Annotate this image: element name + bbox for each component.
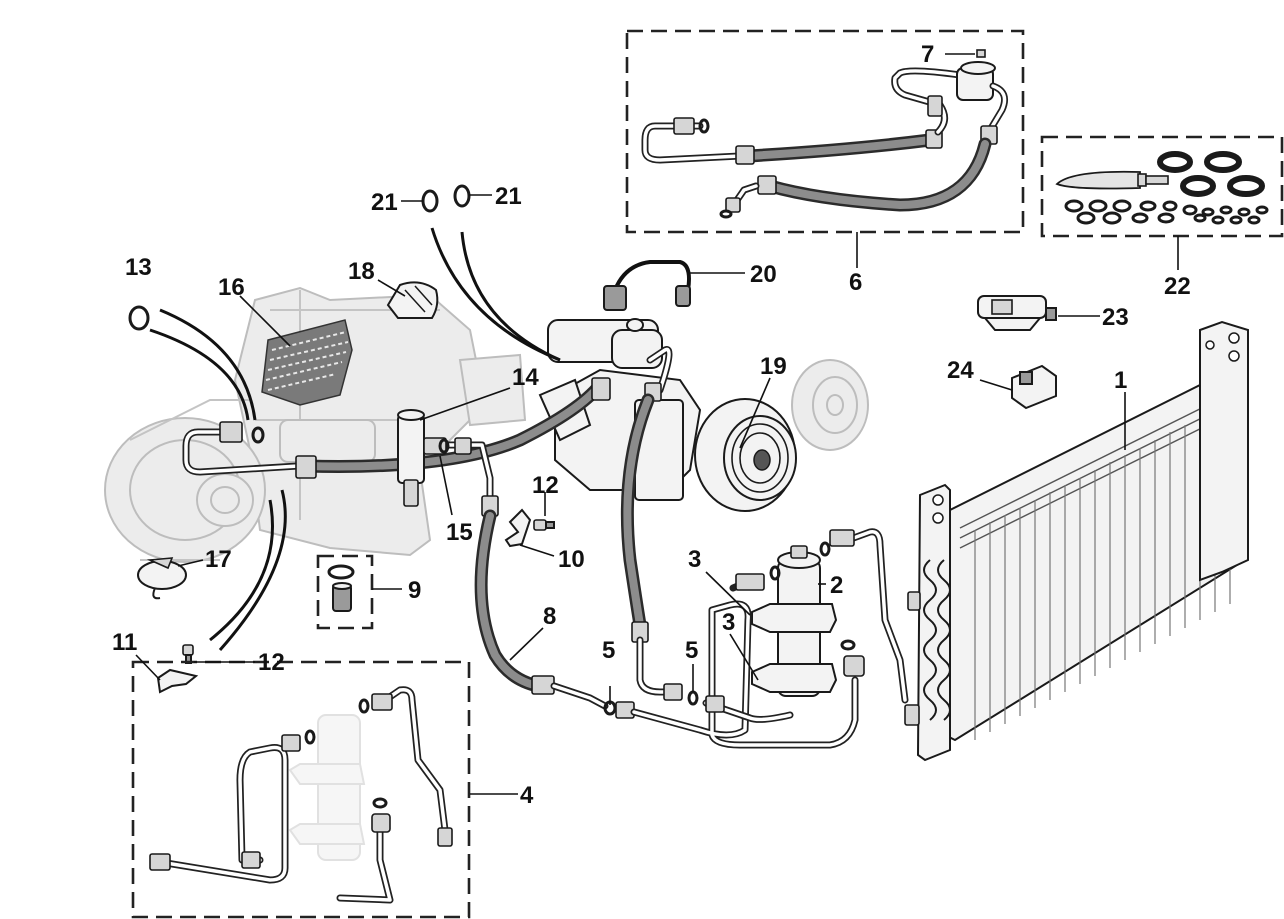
vacuum-valve-18 <box>386 281 439 319</box>
hose-assembly-kit <box>641 49 1008 219</box>
callout-16: 16 <box>218 274 245 301</box>
callout-6: 6 <box>849 269 862 296</box>
liquid-line-hose <box>426 441 635 719</box>
vacuum-diaphragm-17 <box>137 557 187 600</box>
callout-11: 11 <box>112 629 137 656</box>
callout-20: 20 <box>750 261 777 288</box>
callout-22: 22 <box>1164 273 1191 300</box>
callout-12-lower: 12 <box>258 649 285 676</box>
suction-hose <box>182 377 611 479</box>
callout-8: 8 <box>543 603 556 630</box>
expansion-valve-block <box>397 409 472 507</box>
callout-18: 18 <box>348 258 375 285</box>
callout-2: 2 <box>830 572 843 599</box>
callout-4: 4 <box>520 782 534 809</box>
callout-13: 13 <box>125 254 152 281</box>
evaporator-o-ring <box>251 426 265 444</box>
callout-5-left: 5 <box>602 637 615 664</box>
pressure-switch-23 <box>977 295 1057 331</box>
condenser-to-drier-lines <box>630 528 909 749</box>
callout-15: 15 <box>446 519 473 546</box>
line-kit <box>149 686 453 904</box>
callout-labels: 1 2 3 3 4 5 5 6 7 8 9 10 11 12 12 13 14 … <box>112 41 1191 809</box>
callout-21-right: 21 <box>495 183 522 210</box>
callout-3-lower: 3 <box>722 609 735 636</box>
compressor-wiring-harness <box>603 260 691 311</box>
o-ring-21-right <box>453 184 471 208</box>
discharge-hose <box>620 346 699 706</box>
clip-11 <box>156 668 199 694</box>
leader-lines <box>135 53 1179 795</box>
receiver-drier <box>751 545 838 697</box>
o-ring-21-left <box>421 189 439 213</box>
blower-resistor-24 <box>1011 364 1057 410</box>
o-ring-13 <box>128 305 150 331</box>
hose-assembly-kit-box <box>625 29 1025 234</box>
callout-3-upper: 3 <box>688 546 701 573</box>
callout-1: 1 <box>1114 367 1127 394</box>
bolt-12-lower <box>182 644 194 664</box>
seal-kit-box <box>1040 135 1284 238</box>
callout-10: 10 <box>558 546 585 573</box>
bolt-12-upper <box>533 519 555 531</box>
callout-9: 9 <box>408 577 421 604</box>
callout-24: 24 <box>947 357 974 384</box>
callout-23: 23 <box>1102 304 1129 331</box>
callout-7: 7 <box>921 41 934 68</box>
blower-kit-box <box>316 554 374 630</box>
callout-17: 17 <box>205 546 232 573</box>
o-ring-leader-lines <box>149 227 561 651</box>
callout-19: 19 <box>760 353 787 380</box>
callout-12-upper: 12 <box>532 472 559 499</box>
compressor-pulley-ghost <box>791 359 869 451</box>
bracket-10 <box>504 508 532 548</box>
seal-kit <box>1055 151 1269 225</box>
condenser <box>904 320 1249 762</box>
callout-5-right: 5 <box>685 637 698 664</box>
line-kit-box <box>131 660 471 919</box>
callout-14: 14 <box>512 364 539 391</box>
callout-21-left: 21 <box>371 189 398 216</box>
blower-kit-parts <box>327 564 355 612</box>
